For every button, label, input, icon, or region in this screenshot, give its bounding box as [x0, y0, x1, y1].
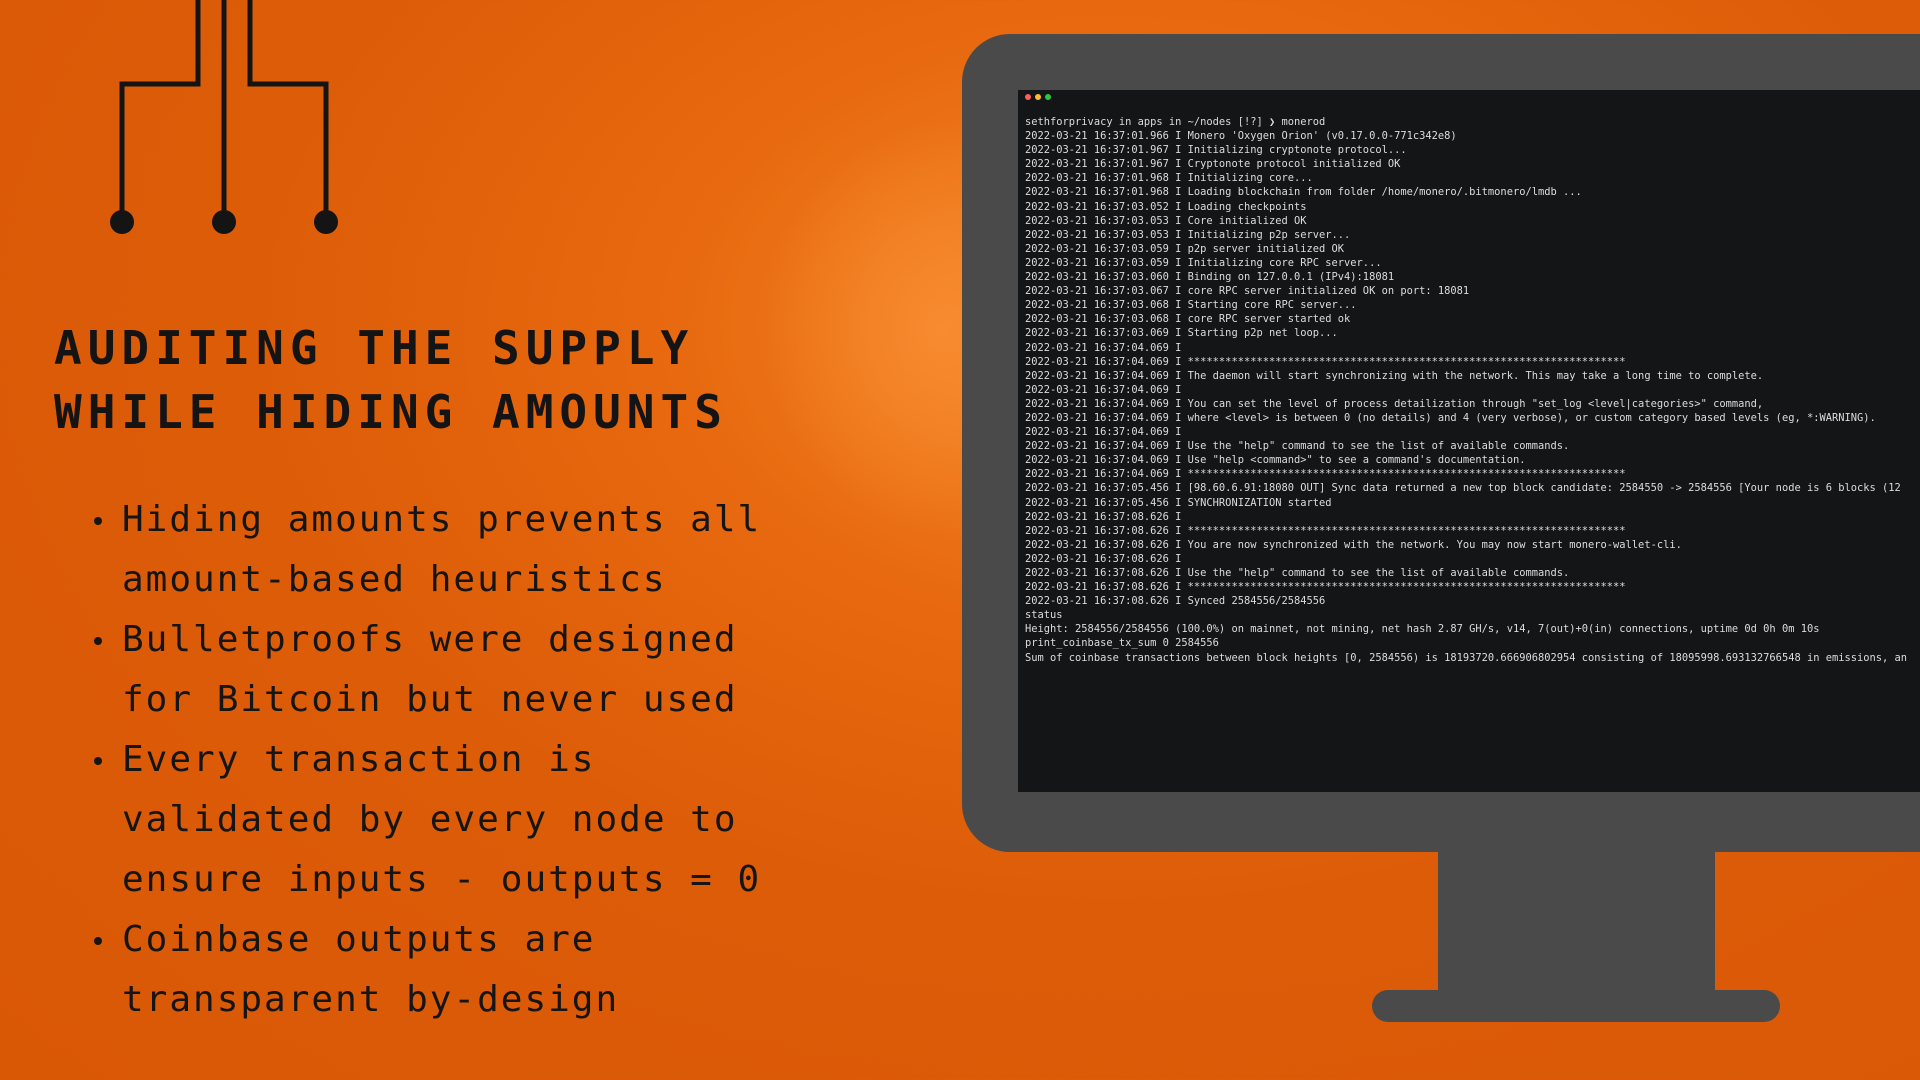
- bullet-text-line: amount-based heuristics: [122, 559, 667, 600]
- bullet-text-line: Hiding amounts prevents all: [122, 499, 762, 540]
- bullet-text-line: Coinbase outputs are: [122, 919, 596, 960]
- terminal-line: print_coinbase_tx_sum 0 2584556: [1025, 637, 1219, 650]
- terminal-line: 2022-03-21 16:37:01.968 I Initializing c…: [1025, 172, 1313, 185]
- terminal-output: sethforprivacy in apps in ~/nodes [!?] ❯…: [1025, 115, 1907, 665]
- terminal-line: 2022-03-21 16:37:05.456 I [98.60.6.91:18…: [1025, 482, 1901, 495]
- bullet-text-line: for Bitcoin but never used: [122, 679, 738, 720]
- terminal-line: sethforprivacy in apps in ~/nodes [!?] ❯…: [1025, 116, 1326, 128]
- terminal-line: 2022-03-21 16:37:03.053 I Core initializ…: [1025, 214, 1307, 227]
- terminal-line: 2022-03-21 16:37:01.966 I Monero 'Oxygen…: [1025, 130, 1457, 143]
- bullet-text-line: Bulletproofs were designed: [122, 619, 738, 660]
- terminal-line: 2022-03-21 16:37:03.067 I core RPC serve…: [1025, 285, 1470, 298]
- terminal-line: 2022-03-21 16:37:08.626 I Synced 2584556…: [1025, 595, 1326, 608]
- terminal-line: 2022-03-21 16:37:03.059 I Initializing c…: [1025, 256, 1382, 269]
- bullet-dot-icon: [94, 517, 102, 525]
- terminal-line: status: [1025, 609, 1063, 622]
- terminal-window: sethforprivacy in apps in ~/nodes [!?] ❯…: [1018, 90, 1920, 792]
- terminal-line: 2022-03-21 16:37:04.069 I You can set th…: [1025, 397, 1764, 410]
- bullet-item: Every transaction is validated by every n…: [90, 730, 770, 910]
- terminal-line: 2022-03-21 16:37:04.069 I **************…: [1025, 355, 1626, 368]
- terminal-line: 2022-03-21 16:37:08.626 I **************…: [1025, 581, 1626, 594]
- terminal-line: 2022-03-21 16:37:03.069 I Starting p2p n…: [1025, 327, 1338, 340]
- bullet-item: Hiding amounts prevents all amount-based …: [90, 490, 770, 610]
- slide-title: AUDITING THE SUPPLY WHILE HIDING AMOUNTS: [54, 316, 814, 444]
- circuit-traces-icon: [110, 0, 338, 234]
- minimize-window-icon[interactable]: [1035, 94, 1041, 100]
- terminal-line: 2022-03-21 16:37:01.967 I Cryptonote pro…: [1025, 158, 1401, 171]
- terminal-line: Sum of coinbase transactions between blo…: [1025, 651, 1908, 664]
- slide-title-line: WHILE HIDING AMOUNTS: [54, 385, 728, 439]
- terminal-line: 2022-03-21 16:37:01.968 I Loading blockc…: [1025, 186, 1582, 199]
- terminal-line: 2022-03-21 16:37:04.069 I: [1025, 341, 1182, 354]
- bullet-text-line: transparent by-design: [122, 979, 620, 1020]
- bullet-text-line: validated by every node to: [122, 799, 738, 840]
- monitor-stand-neck: [1438, 850, 1715, 996]
- bullet-item: Bulletproofs were designed for Bitcoin bu…: [90, 610, 770, 730]
- close-window-icon[interactable]: [1025, 94, 1031, 100]
- terminal-line: 2022-03-21 16:37:04.069 I Use the "help"…: [1025, 440, 1570, 453]
- terminal-line: 2022-03-21 16:37:08.626 I You are now sy…: [1025, 538, 1682, 551]
- bullet-item: Coinbase outputs are transparent by-desig…: [90, 910, 770, 1030]
- terminal-line: 2022-03-21 16:37:03.059 I p2p server ini…: [1025, 242, 1345, 255]
- terminal-line: 2022-03-21 16:37:04.069 I The daemon wil…: [1025, 369, 1764, 382]
- monitor-stand-base: [1372, 990, 1780, 1022]
- bullet-dot-icon: [94, 937, 102, 945]
- bullet-dot-icon: [94, 757, 102, 765]
- terminal-line: 2022-03-21 16:37:04.069 I Use "help <com…: [1025, 454, 1526, 467]
- terminal-line: 2022-03-21 16:37:03.068 I Starting core …: [1025, 299, 1357, 312]
- slide-title-line: AUDITING THE SUPPLY: [54, 321, 695, 375]
- bullet-dot-icon: [94, 637, 102, 645]
- bullet-text-line: ensure inputs - outputs = 0: [122, 859, 762, 900]
- terminal-line: 2022-03-21 16:37:08.626 I: [1025, 510, 1182, 523]
- terminal-line: 2022-03-21 16:37:04.069 I: [1025, 426, 1182, 439]
- terminal-line: Height: 2584556/2584556 (100.0%) on main…: [1025, 623, 1820, 636]
- bullet-text-line: Every transaction is: [122, 739, 596, 780]
- terminal-line: 2022-03-21 16:37:04.069 I where <level> …: [1025, 411, 1876, 424]
- terminal-line: 2022-03-21 16:37:08.626 I **************…: [1025, 524, 1626, 537]
- terminal-line: 2022-03-21 16:37:03.060 I Binding on 127…: [1025, 271, 1395, 284]
- terminal-line: 2022-03-21 16:37:04.069 I **************…: [1025, 468, 1626, 481]
- terminal-line: 2022-03-21 16:37:03.052 I Loading checkp…: [1025, 200, 1307, 213]
- bullet-list: Hiding amounts prevents all amount-based …: [90, 490, 770, 1030]
- terminal-line: 2022-03-21 16:37:05.456 I SYNCHRONIZATIO…: [1025, 496, 1332, 509]
- terminal-line: 2022-03-21 16:37:04.069 I: [1025, 383, 1182, 396]
- terminal-line: 2022-03-21 16:37:01.967 I Initializing c…: [1025, 144, 1407, 157]
- window-controls: [1025, 94, 1051, 100]
- maximize-window-icon[interactable]: [1045, 94, 1051, 100]
- terminal-line: 2022-03-21 16:37:03.068 I core RPC serve…: [1025, 313, 1351, 326]
- terminal-line: 2022-03-21 16:37:08.626 I Use the "help"…: [1025, 567, 1570, 579]
- terminal-line: 2022-03-21 16:37:08.626 I: [1025, 552, 1182, 565]
- terminal-line: 2022-03-21 16:37:03.053 I Initializing p…: [1025, 228, 1351, 241]
